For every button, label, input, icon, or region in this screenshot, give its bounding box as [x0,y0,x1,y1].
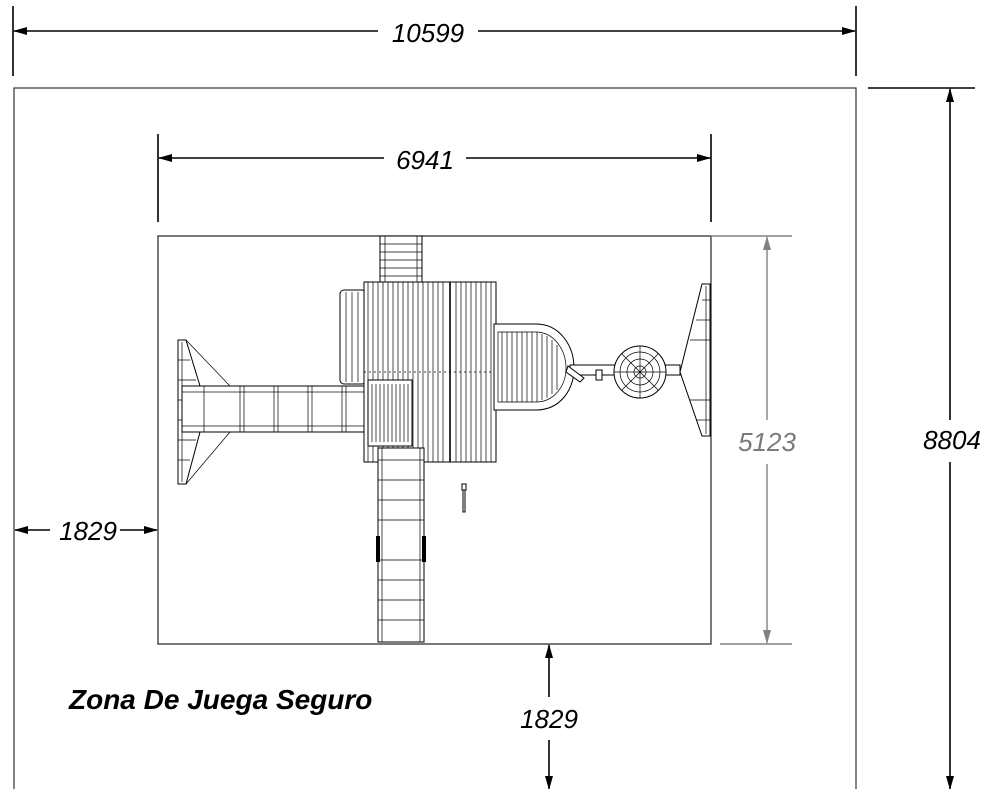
overall-width-dimension: 10599 [12,6,857,76]
slide [376,447,426,643]
structure-width-label: 6941 [396,145,454,175]
bottom-clearance-label: 1829 [520,704,578,734]
safe-zone-title: Zona De Juega Seguro [68,684,372,715]
playset-top-view [177,235,711,643]
swing-beam [181,385,369,433]
side-panel [339,289,367,385]
ground-stake [461,483,467,513]
left-clearance-label: 1829 [59,516,117,546]
rounded-deck [493,323,575,411]
structure-footprint [157,235,712,645]
tower-roof [363,281,497,463]
overall-depth-dimension: 8804 [868,87,981,790]
top-ladder [379,235,423,285]
structure-width-dimension: 6941 [157,134,712,222]
safe-zone-boundary [13,87,857,794]
overall-depth-label: 8804 [923,425,981,455]
left-clearance-dimension: 1829 [14,516,158,546]
tire-swing [613,345,667,399]
overall-width-label: 10599 [392,18,464,48]
right-a-frame [679,283,711,437]
structure-depth-label: 5123 [738,427,796,457]
structure-depth-dimension: 5123 [712,235,796,645]
bottom-clearance-dimension: 1829 [520,644,578,790]
